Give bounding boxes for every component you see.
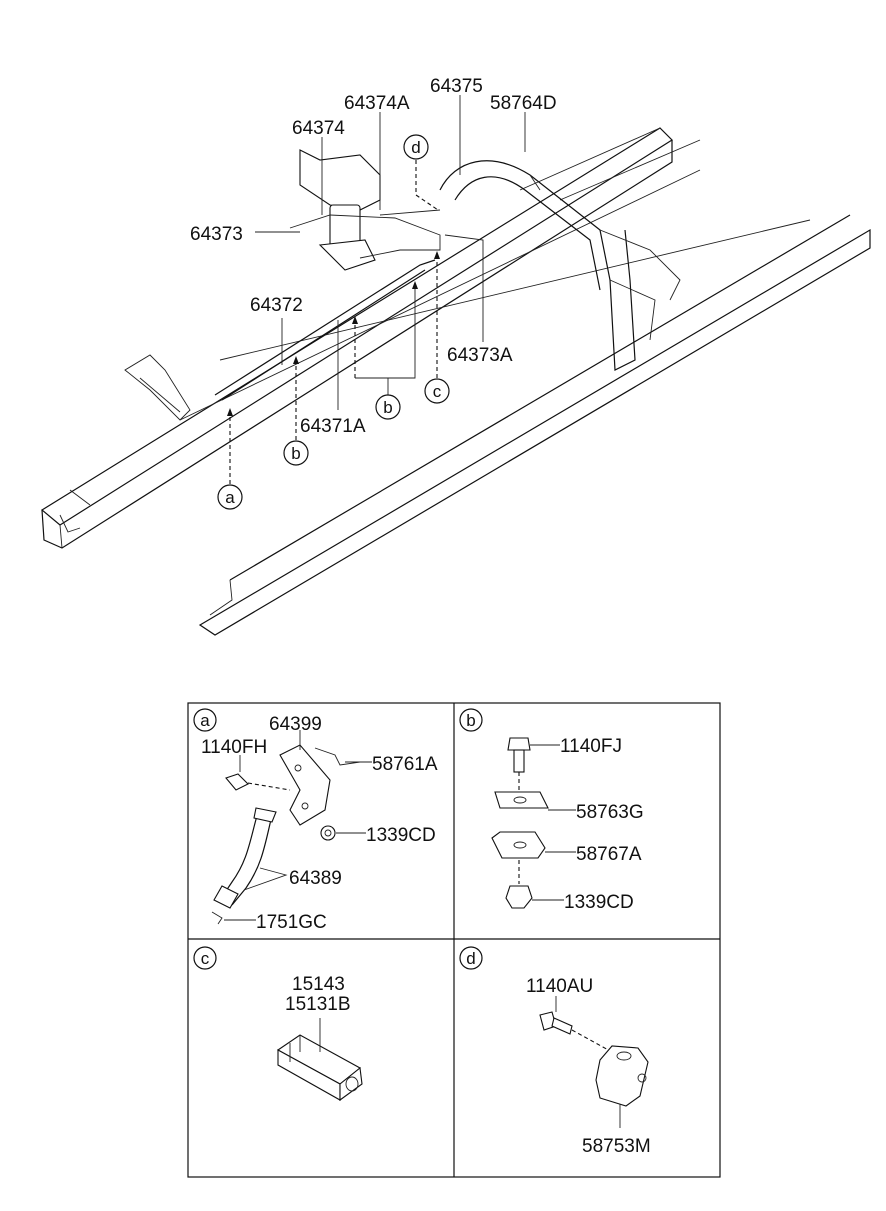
label-1140FJ: 1140FJ bbox=[560, 736, 622, 757]
label-1339CD-a: 1339CD bbox=[366, 825, 436, 846]
svg-text:c: c bbox=[201, 949, 210, 968]
label-58753M: 58753M bbox=[582, 1136, 651, 1157]
callout-b-upper: b bbox=[375, 394, 401, 420]
callout-b-lower: b bbox=[283, 440, 309, 466]
label-64374: 64374 bbox=[292, 118, 345, 139]
label-64372: 64372 bbox=[250, 295, 303, 316]
detail-panel-b: b 1140FJ 58763G 58767A 1339CD bbox=[459, 708, 644, 913]
callout-a: a bbox=[217, 484, 243, 510]
detail-grid bbox=[187, 702, 721, 1178]
label-58763G: 58763G bbox=[576, 802, 644, 823]
svg-text:b: b bbox=[291, 444, 300, 463]
label-1751GC: 1751GC bbox=[256, 912, 327, 933]
label-15131B: 15131B bbox=[285, 994, 351, 1015]
label-1140AU: 1140AU bbox=[526, 976, 593, 997]
svg-text:a: a bbox=[200, 711, 210, 730]
label-64389: 64389 bbox=[289, 868, 342, 889]
label-58764D: 58764D bbox=[490, 93, 557, 114]
detail-panel-c: c 15143 15131B bbox=[193, 946, 363, 1102]
detail-panel-d: d 1140AU 58753M bbox=[459, 946, 651, 1157]
svg-text:a: a bbox=[225, 488, 235, 507]
detail-panel-a: a 64399 1140FH 58761A 1339CD 64389 1751G… bbox=[193, 708, 438, 933]
label-1339CD-b: 1339CD bbox=[564, 892, 634, 913]
svg-text:b: b bbox=[466, 711, 475, 730]
main-leaders bbox=[255, 95, 526, 410]
label-64399: 64399 bbox=[269, 714, 322, 735]
label-58767A: 58767A bbox=[576, 844, 642, 865]
label-64371A: 64371A bbox=[300, 416, 366, 437]
callout-leaders bbox=[227, 160, 440, 484]
svg-text:d: d bbox=[466, 949, 475, 968]
label-64375: 64375 bbox=[430, 76, 483, 97]
svg-text:d: d bbox=[411, 138, 420, 157]
svg-text:c: c bbox=[433, 382, 442, 401]
label-1140FH: 1140FH bbox=[201, 737, 267, 758]
label-58761A: 58761A bbox=[372, 754, 438, 775]
svg-text:b: b bbox=[383, 398, 392, 417]
label-64373A: 64373A bbox=[447, 345, 513, 366]
label-64373: 64373 bbox=[190, 224, 243, 245]
frame-assembly bbox=[40, 127, 871, 636]
label-64374A: 64374A bbox=[344, 93, 410, 114]
label-15143: 15143 bbox=[292, 974, 345, 995]
callout-d: d bbox=[403, 134, 429, 160]
callout-c: c bbox=[424, 378, 450, 404]
